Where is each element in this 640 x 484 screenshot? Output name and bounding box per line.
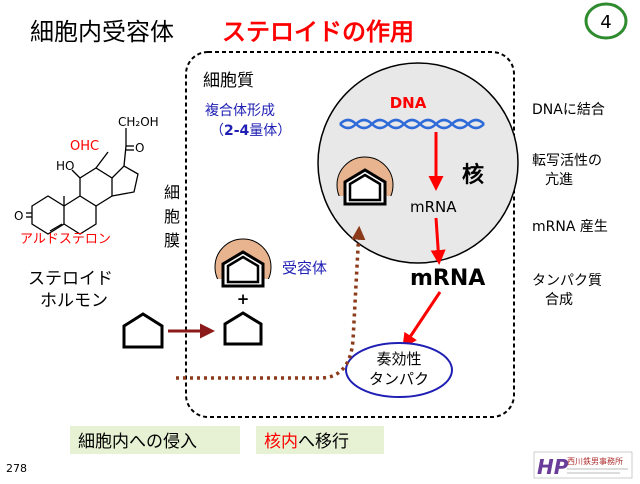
atom-ohc: OHC	[70, 139, 99, 154]
mrna-inner-label: mRNA	[410, 198, 457, 216]
page-badge-number: 4	[600, 12, 611, 33]
publisher-logo: HP 西川鉄男事務所	[533, 451, 633, 479]
aldosterone-name: アルドステロン	[20, 232, 111, 247]
atom-carbonyl-o: O	[135, 141, 144, 155]
step-mrna-production: mRNA 産生	[532, 219, 608, 235]
complex-formation-sub-label: （2-4量体）	[210, 123, 291, 139]
mrna-outer-label: mRNA	[410, 266, 485, 291]
steroid-hormone-label-2: ホルモン	[40, 291, 108, 311]
dna-label: DNA	[390, 94, 427, 112]
steroid-hormone-label-1: ステロイド	[28, 269, 113, 289]
membrane-label-1: 細	[164, 183, 180, 202]
atom-ch2oh: CH₂OH	[118, 115, 159, 129]
step-protein-synthesis-1: タンパク質	[532, 273, 602, 289]
nuclear-receptor-complex	[335, 156, 397, 218]
arrow-mrna-export	[430, 217, 446, 265]
membrane-label-2: 胞	[164, 207, 180, 226]
complex-oligomer: 2-4	[224, 123, 250, 139]
footer-nuclear-suffix: へ移行	[298, 432, 349, 452]
slide-title: 細胞内受容体	[30, 18, 174, 46]
atom-ketone-o: O	[14, 209, 23, 223]
steroid-in-cell	[223, 311, 263, 346]
complex-open-paren: （	[210, 123, 224, 139]
footer-entry-label: 細胞内への侵入	[78, 432, 197, 452]
page-number: 278	[6, 462, 27, 475]
dotted-arrow-to-nucleus	[176, 225, 366, 380]
cytoplasm-label: 細胞質	[203, 71, 254, 91]
footer-nuclear-box	[256, 426, 384, 454]
complex-formation-label: 複合体形成	[205, 102, 275, 119]
atom-ho: HO	[56, 159, 74, 173]
membrane-label-3: 膜	[164, 231, 180, 250]
cell-membrane	[185, 51, 515, 418]
nucleus-label: 核	[462, 162, 484, 188]
aldosterone-structure	[26, 128, 139, 235]
footer-nuclear-prefix: 核内	[264, 432, 298, 452]
dna-helix	[339, 118, 485, 130]
logo-letters: HP	[537, 455, 569, 479]
plus-sign: +	[237, 290, 250, 308]
step-protein-synthesis-2: 合成	[545, 292, 573, 308]
arrow-mrna-to-protein	[402, 291, 442, 349]
steroid-outside	[122, 312, 164, 349]
protein-label-line2: タンパク	[369, 370, 429, 388]
step-dna-binding: DNAに結合	[532, 102, 605, 118]
receptor-label: 受容体	[282, 259, 327, 277]
protein-label-line1: 奏効性	[376, 350, 421, 368]
page-badge: 4	[584, 2, 628, 40]
logo-kanji: 西川鉄男事務所	[567, 456, 623, 466]
footer-nuclear-label: 核内へ移行	[264, 432, 349, 452]
effector-protein	[345, 342, 453, 398]
step-transcription-1: 転写活性の	[532, 153, 602, 169]
cytoplasmic-receptor	[212, 238, 274, 301]
footer-entry-box	[70, 426, 240, 454]
step-transcription-2: 亢進	[545, 171, 573, 188]
complex-close-paren: 量体）	[249, 123, 291, 139]
slide-subtitle: ステロイドの作用	[222, 18, 414, 46]
